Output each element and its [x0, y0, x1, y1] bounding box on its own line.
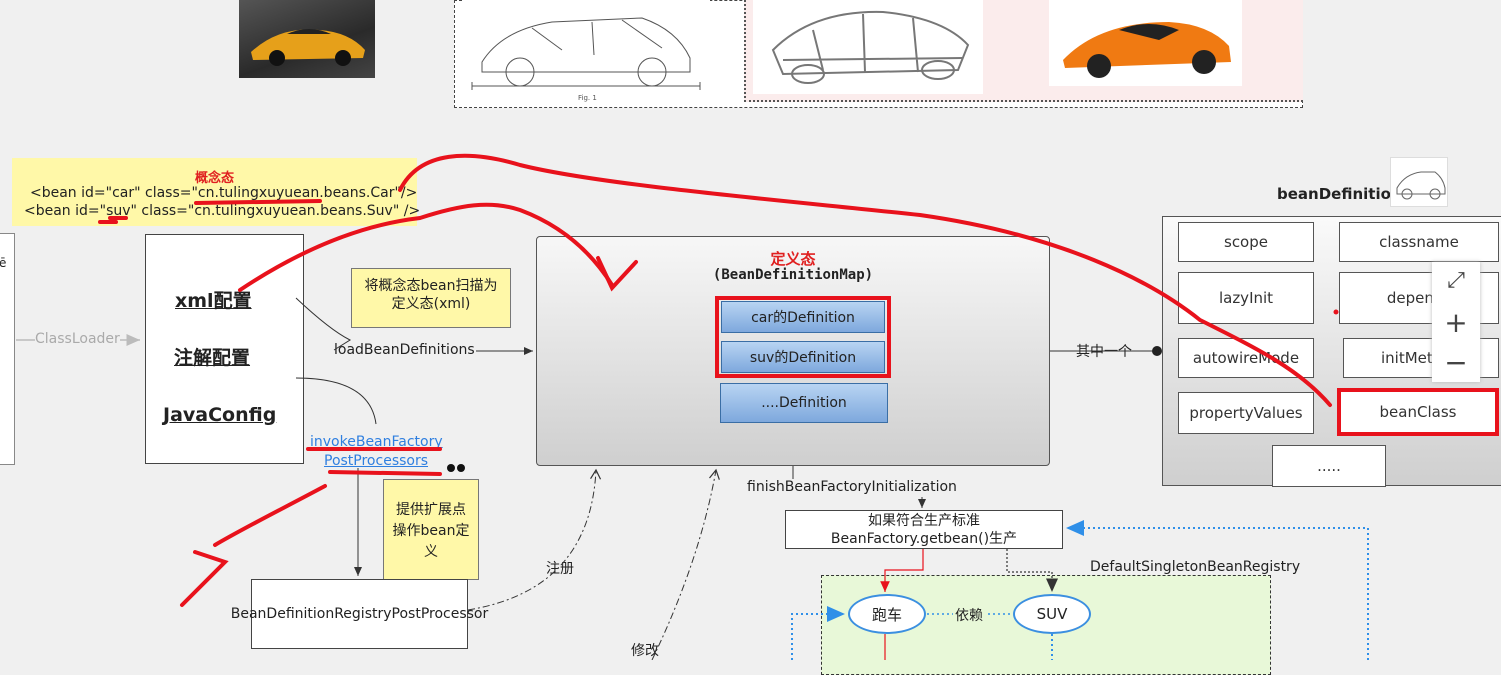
extension-note: 提供扩展点操作bean定义 — [383, 479, 479, 580]
depend-label: 依赖 — [955, 605, 983, 625]
xml-config-label[interactable]: xml配置 — [175, 290, 252, 312]
bean-definition-thumb — [1390, 157, 1448, 207]
bean-definition-title: beanDefinition — [1277, 185, 1402, 203]
one-of-label: 其中一个 — [1076, 341, 1132, 361]
car-blueprint-sketch: Fig. 1 — [462, 0, 710, 104]
suv-node[interactable]: SUV — [1013, 594, 1091, 634]
invoke-connector — [295, 377, 377, 425]
prop-more[interactable]: ..... — [1272, 445, 1386, 487]
prop-beanclass[interactable]: beanClass — [1337, 388, 1499, 436]
bdrpp-label: BeanDefinitionRegistryPostProcessor — [230, 605, 489, 622]
classloader-label: ClassLoader — [35, 331, 120, 347]
definition-map-subtitle: (BeanDefinitionMap) — [712, 267, 874, 283]
bdrpp-box[interactable]: BeanDefinitionRegistryPostProcessor — [231, 579, 488, 649]
modify-label: 修改 — [631, 640, 659, 660]
chassis-icon — [771, 10, 970, 84]
zoom-out-icon[interactable]: − — [1444, 346, 1468, 379]
blueprint-icon — [471, 17, 701, 90]
produce-box[interactable]: 如果符合生产标准 BeanFactory.getbean()生产 — [785, 510, 1063, 549]
modify-arrow — [651, 468, 720, 660]
left-edge-box: ē — [0, 233, 15, 465]
load-bean-definitions-label: loadBeanDefinitions — [334, 342, 475, 358]
javaconfig-label[interactable]: JavaConfig — [163, 404, 277, 426]
finish-bf-init-label: finishBeanFactoryInitialization — [747, 479, 957, 495]
invoke-bfpp-label-2[interactable]: PostProcessors — [324, 453, 429, 469]
fit-view-icon[interactable]: ⤢ — [1447, 268, 1465, 293]
concept-title: 概念态 — [194, 171, 234, 186]
invoke-bfpp-label-1[interactable]: invokeBeanFactory — [310, 434, 443, 450]
concept-bean-suv: <bean id="suv" class="cn.tulingxuyuean.b… — [24, 203, 421, 219]
scan-note-text: 将概念态bean扫描为定义态(xml) — [364, 278, 498, 312]
sports-car-node[interactable]: 跑车 — [848, 594, 926, 634]
scan-note: 将概念态bean扫描为定义态(xml) — [351, 268, 511, 328]
register-label: 注册 — [546, 558, 574, 578]
sketch-caption: Fig. 1 — [578, 94, 597, 102]
zoom-controls — [1432, 262, 1480, 382]
orange-car-icon — [1063, 22, 1231, 78]
concept-bean-car: <bean id="car" class="cn.tulingxuyuean.b… — [30, 185, 418, 201]
prop-propertyvalues[interactable]: propertyValues — [1178, 392, 1314, 434]
orange-sports-car-photo — [1049, 0, 1242, 86]
glasses-icon — [447, 464, 465, 472]
prop-autowiremode[interactable]: autowireMode — [1178, 338, 1314, 378]
car-definition[interactable]: car的Definition — [721, 301, 885, 333]
prop-lazyinit[interactable]: lazyInit — [1178, 272, 1314, 324]
produce-line2: BeanFactory.getbean()生产 — [830, 531, 1018, 547]
extension-note-text: 提供扩展点操作bean定义 — [392, 502, 470, 560]
sports-car-icon — [251, 29, 365, 66]
register-arrow — [467, 468, 602, 611]
car-thumb-icon — [1396, 171, 1446, 200]
prop-scope[interactable]: scope — [1178, 222, 1314, 262]
car-frame-chassis — [753, 0, 983, 94]
left-edge-fragment: ē — [0, 256, 7, 270]
sports-car-photo — [239, 0, 375, 78]
suv-definition[interactable]: suv的Definition — [721, 341, 885, 373]
zoom-in-icon[interactable]: + — [1444, 306, 1468, 339]
annotation-config-label[interactable]: 注解配置 — [174, 347, 251, 369]
more-definition[interactable]: ....Definition — [720, 383, 888, 423]
prop-classname[interactable]: classname — [1339, 222, 1499, 262]
registry-title: DefaultSingletonBeanRegistry — [1090, 559, 1301, 575]
definition-state-title: 定义态 — [770, 250, 816, 268]
one-of-dot — [1152, 346, 1162, 356]
produce-line1: 如果符合生产标准 — [868, 513, 980, 529]
